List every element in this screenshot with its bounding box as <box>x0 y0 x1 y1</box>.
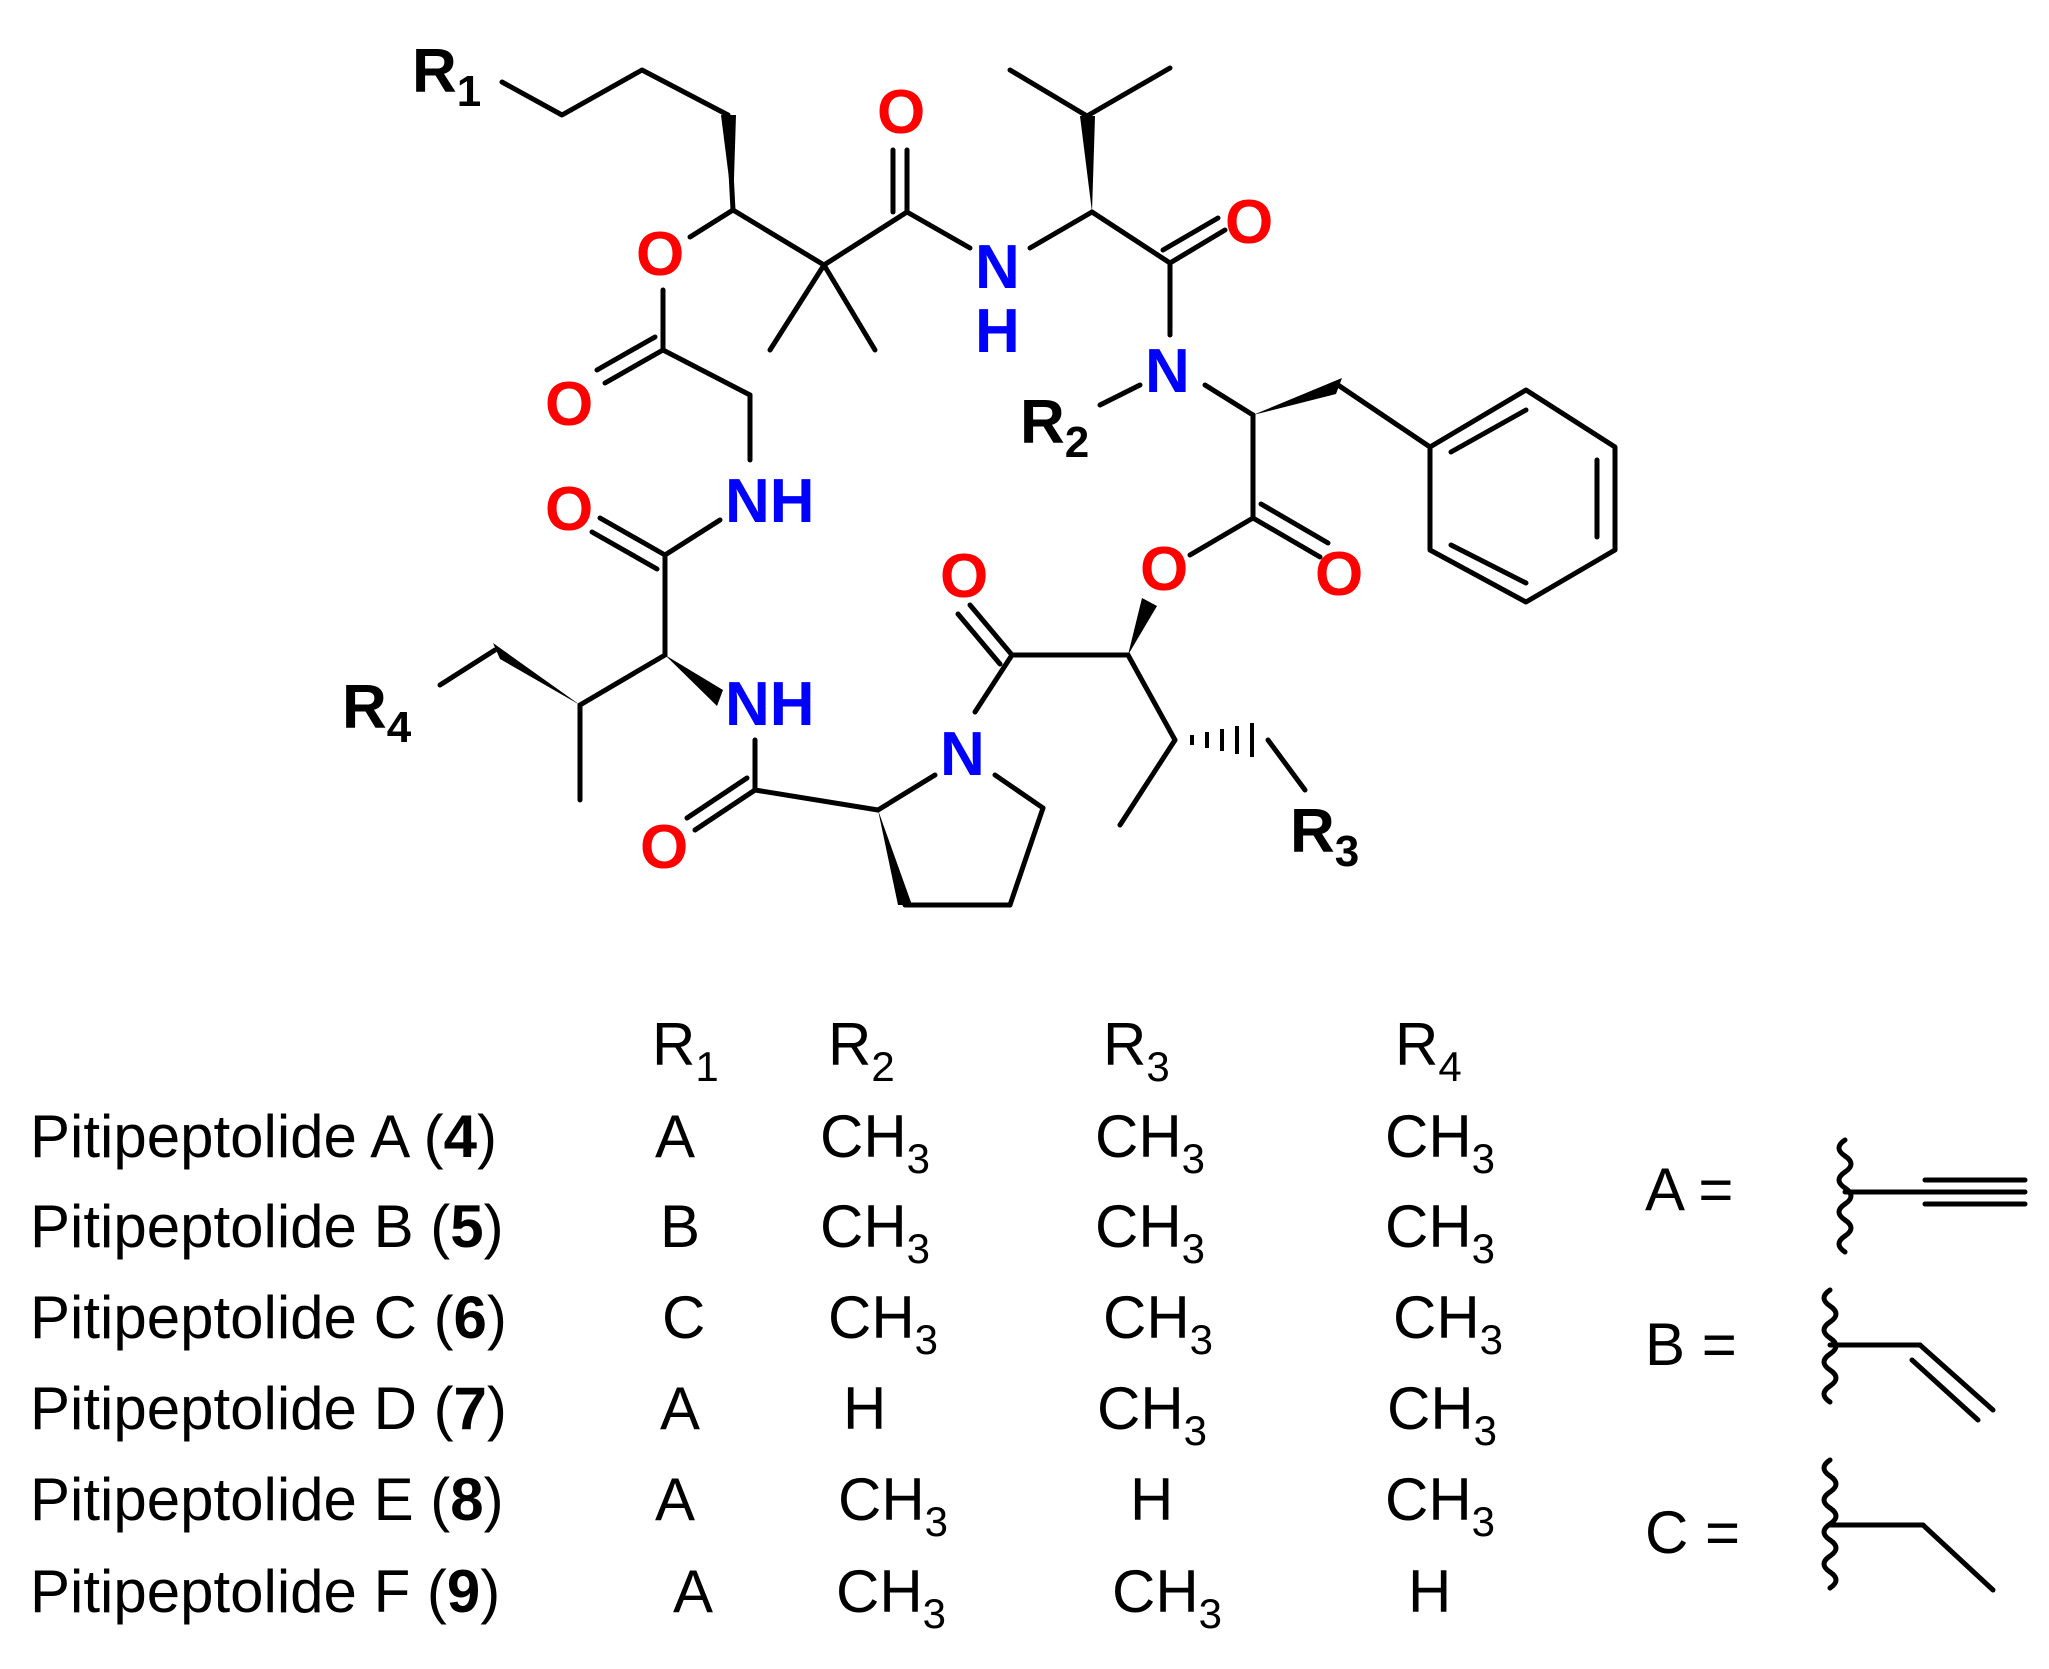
atom-h-top: H <box>975 297 1020 366</box>
bond-skeleton <box>437 65 1618 908</box>
cell-r1: A <box>660 1375 700 1442</box>
cell-r1: A <box>655 1466 695 1533</box>
r3-label: R3 <box>1290 797 1359 876</box>
wedge-bond-1 <box>721 115 736 210</box>
atom-nh-bottom: NH <box>725 670 815 739</box>
cell-r4: CH3 <box>1385 1103 1495 1182</box>
cell-r3: H <box>1130 1466 1173 1533</box>
wedge-bond-6 <box>665 655 723 706</box>
wedge-bond-2 <box>1080 116 1095 212</box>
cell-r1: A <box>655 1103 695 1170</box>
compound-name: Pitipeptolide F (9) <box>30 1558 500 1625</box>
atom-n-methyl: N <box>1145 337 1190 406</box>
cell-r2: CH3 <box>820 1193 930 1272</box>
compound-name: Pitipeptolide B (5) <box>30 1193 504 1260</box>
substituent-c-label: C = <box>1645 1499 1740 1566</box>
wedge-bond-4 <box>1128 598 1157 655</box>
atom-n-top: N <box>975 233 1020 302</box>
atom-o-ester1: O <box>636 220 684 289</box>
table-row: Pitipeptolide C (6) C CH3 CH3 CH3 <box>30 1284 1503 1363</box>
atom-o-carbonyl6: O <box>940 542 988 611</box>
r2-label: R2 <box>1020 388 1089 467</box>
cell-r4: CH3 <box>1393 1284 1503 1363</box>
cell-r1: A <box>673 1558 713 1625</box>
cell-r2: CH3 <box>820 1103 930 1182</box>
table-row: Pitipeptolide A (4) A CH3 CH3 CH3 <box>30 1103 1495 1182</box>
r1-label: R1 <box>412 37 481 116</box>
atom-o-carbonyl1: O <box>877 78 925 147</box>
cell-r3: CH3 <box>1095 1103 1205 1182</box>
cell-r4: CH3 <box>1385 1466 1495 1545</box>
atom-o-carbonyl7: O <box>640 813 688 882</box>
atom-o-ester2: O <box>1140 535 1188 604</box>
compound-name: Pitipeptolide D (7) <box>30 1375 507 1442</box>
wedge-bond-3 <box>1253 378 1342 415</box>
wedge-bond-7 <box>493 643 580 705</box>
substituent-legend: A = B = C = <box>1645 1137 2028 1593</box>
table-row: Pitipeptolide F (9) A CH3 CH3 H <box>30 1558 1451 1637</box>
cell-r3: CH3 <box>1103 1284 1213 1363</box>
r-group-table: R1 R2 R3 R4 Pitipeptolide A (4) A CH3 CH… <box>30 1011 1503 1637</box>
stereo-wedges <box>493 115 1342 905</box>
cell-r1: B <box>660 1193 700 1260</box>
alkene-fragment-icon <box>1821 1287 1996 1423</box>
cell-r1: C <box>662 1284 705 1351</box>
compound-name: Pitipeptolide A (4) <box>30 1103 497 1170</box>
compound-name: Pitipeptolide E (8) <box>30 1466 504 1533</box>
alkyne-fragment-icon <box>1836 1137 2028 1255</box>
substituent-b-label: B = <box>1645 1311 1737 1378</box>
ethyl-fragment-icon <box>1821 1457 1996 1593</box>
cell-r4: H <box>1408 1558 1451 1625</box>
cell-r2: CH3 <box>836 1558 946 1637</box>
compound-name: Pitipeptolide C (6) <box>30 1284 507 1351</box>
atom-nh-left: NH <box>725 467 815 536</box>
hashed-bond <box>1190 723 1254 757</box>
header-r4: R4 <box>1395 1011 1462 1090</box>
cell-r2: CH3 <box>828 1284 938 1363</box>
cell-r2: H <box>843 1375 886 1442</box>
atom-o-carbonyl4: O <box>545 475 593 544</box>
header-r1: R1 <box>652 1011 719 1090</box>
cell-r2: CH3 <box>838 1466 948 1545</box>
header-r3: R3 <box>1103 1011 1170 1090</box>
cell-r3: CH3 <box>1097 1375 1207 1454</box>
r4-label: R4 <box>342 673 412 752</box>
atom-o-carbonyl3: O <box>545 370 593 439</box>
table-row: Pitipeptolide B (5) B CH3 CH3 CH3 <box>30 1193 1495 1272</box>
wedge-bond-5 <box>878 810 912 905</box>
substituent-a-label: A = <box>1645 1156 1733 1223</box>
atom-n-proline: N <box>940 720 985 789</box>
cell-r3: CH3 <box>1095 1193 1205 1272</box>
header-r2: R2 <box>828 1011 895 1090</box>
table-row: Pitipeptolide D (7) A H CH3 CH3 <box>30 1375 1497 1454</box>
cell-r4: CH3 <box>1385 1193 1495 1272</box>
table-row: Pitipeptolide E (8) A CH3 H CH3 <box>30 1466 1495 1545</box>
cell-r3: CH3 <box>1112 1558 1222 1637</box>
atom-labels: O O O O O O O O O N H N NH NH N R1 R2 R3… <box>342 37 1363 882</box>
cell-r4: CH3 <box>1387 1375 1497 1454</box>
atom-o-carbonyl2: O <box>1225 188 1273 257</box>
atom-o-carbonyl5: O <box>1315 540 1363 609</box>
